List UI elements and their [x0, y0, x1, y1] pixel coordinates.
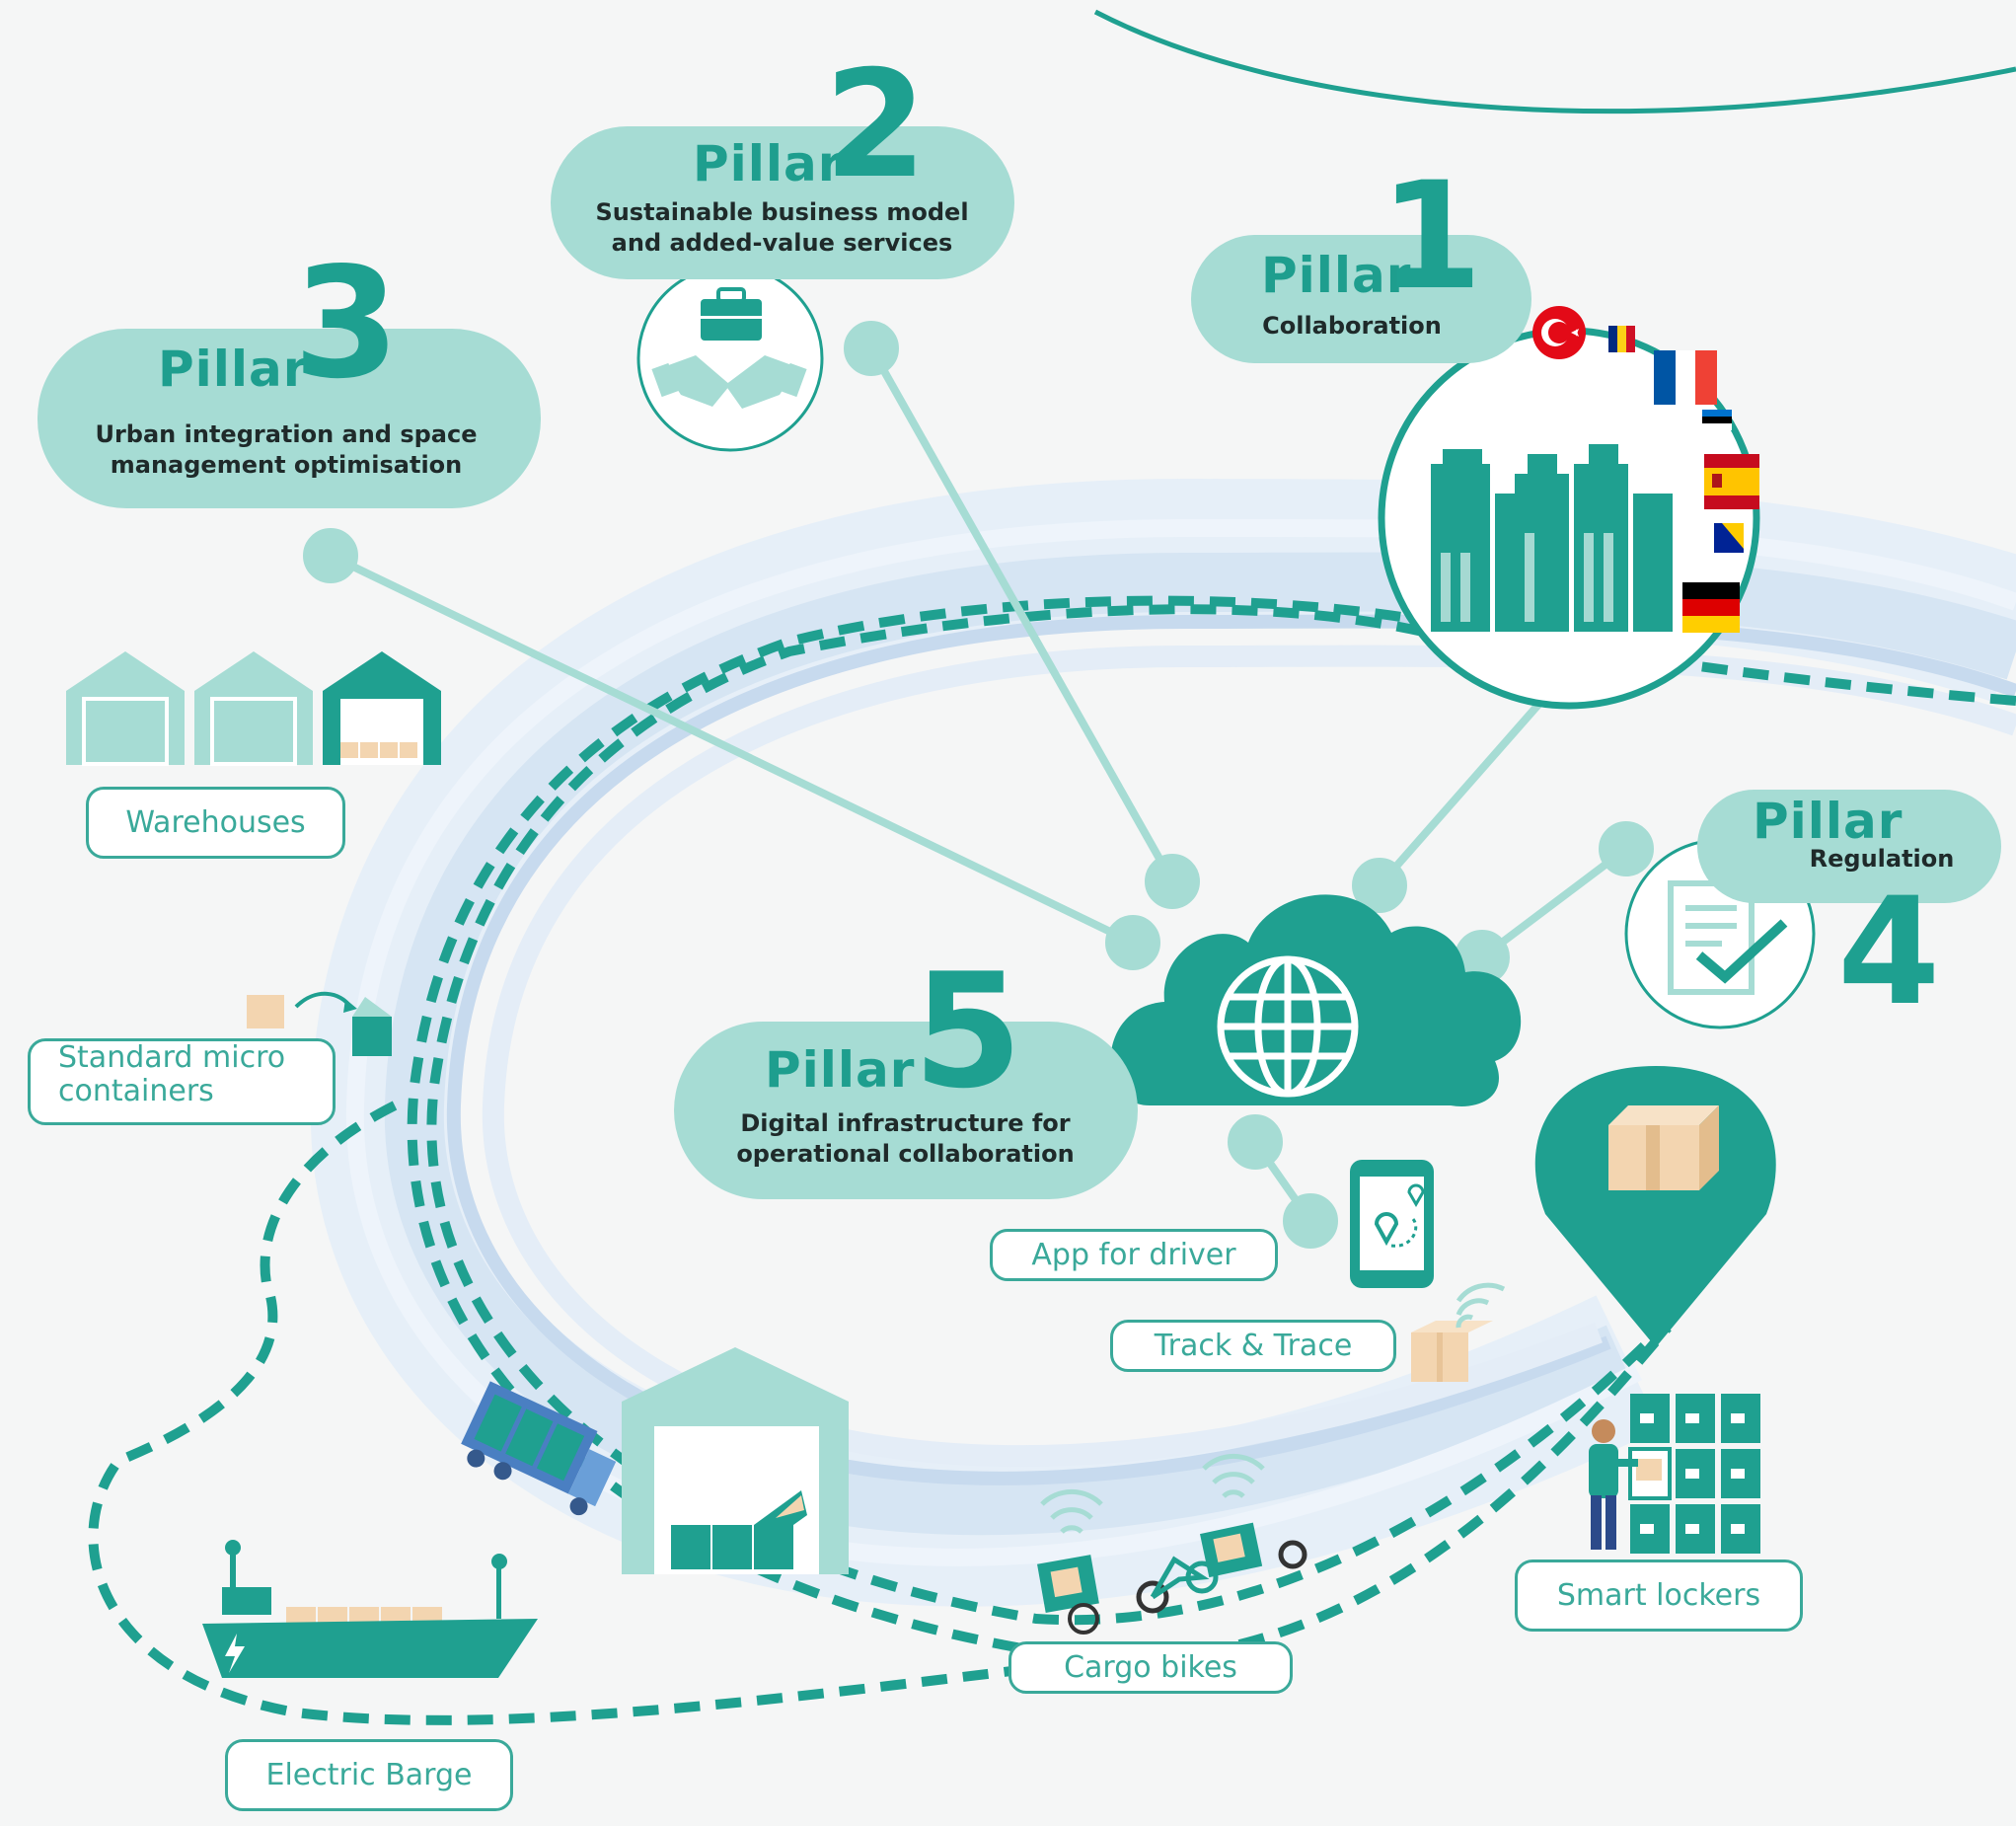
tag-smart-lockers: Smart lockers [1515, 1560, 1803, 1632]
tag-track-trace: Track & Trace [1110, 1320, 1396, 1372]
pillar-2-word: Pillar [693, 135, 844, 192]
pillar-1-description: Collaboration [1262, 312, 1442, 340]
pillar-2-number: 2 [824, 39, 928, 211]
tag-electric-barge: Electric Barge [225, 1739, 513, 1811]
flag-germany [1682, 582, 1740, 633]
flag-spain [1704, 454, 1759, 509]
pillar-5-description-line-1: Digital infrastructure for [740, 1109, 1071, 1137]
pillar-4-number: 4 [1837, 867, 1941, 1038]
flag-romania [1608, 326, 1635, 352]
pillar-1-number: 1 [1380, 151, 1483, 323]
tag-micro-containers: Standard micro containers [28, 1038, 336, 1125]
pillar-3-description-line-1: Urban integration and space [95, 420, 478, 448]
barge-icon [202, 1540, 538, 1678]
pillar-4-description: Regulation [1809, 845, 1955, 873]
pillar-1-badge [1191, 235, 1531, 363]
pillar-2-badge [551, 126, 1014, 279]
micro-container-icon [247, 991, 392, 1056]
tag-app-for-driver: App for driver [990, 1229, 1278, 1281]
handshake-icon [651, 355, 807, 409]
cargo-bike-icon [1037, 1453, 1307, 1635]
tag-micro-containers-line-1: Standard micro [58, 1040, 286, 1075]
flag-estonia [1702, 410, 1732, 430]
pillar-2-description-line-2: and added-value services [611, 229, 953, 257]
location-pin-icon [1534, 1066, 1776, 1347]
pillar-4-word: Pillar [1753, 793, 1904, 850]
pillar-3-badge [37, 329, 541, 508]
pillar-5-number: 5 [913, 939, 1023, 1123]
flag-turkey [1532, 306, 1586, 359]
wifi-icon [1040, 1453, 1265, 1534]
pillar-3-number: 3 [293, 234, 400, 413]
smartphone-map-icon [1350, 1160, 1434, 1288]
skyline-icon [1378, 327, 1760, 710]
handshake-circle [636, 265, 824, 452]
document-check-icon [1668, 880, 1788, 995]
warehouse-large-icon [622, 1347, 849, 1574]
track-parcel-icon [1411, 1282, 1506, 1382]
person-icon [1589, 1419, 1638, 1550]
warehouse-icons [66, 651, 441, 766]
pillar-3-word: Pillar [158, 341, 309, 398]
pillar-3-description-line-2: management optimisation [110, 451, 463, 479]
tag-warehouses: Warehouses [86, 787, 345, 859]
pillar-5-badge [674, 1022, 1138, 1199]
pillar-5-word: Pillar [765, 1041, 916, 1099]
tag-cargo-bikes: Cargo bikes [1008, 1641, 1293, 1694]
pillar-5-description-line-2: operational collaboration [736, 1140, 1075, 1168]
globe-icon [1217, 955, 1359, 1098]
pillar-5-description: Digital infrastructure for operational c… [691, 1108, 1120, 1170]
pillar-3-description: Urban integration and space management o… [69, 419, 503, 481]
pillar-2-description-line-1: Sustainable business model [595, 198, 969, 226]
flag-france [1654, 350, 1717, 405]
flag-bosnia [1714, 523, 1744, 553]
truck-icon [461, 1381, 617, 1516]
briefcase-icon [701, 287, 762, 341]
tag-micro-containers-line-2: containers [58, 1074, 214, 1108]
pillar-4-badge [1697, 790, 2001, 903]
pillar-1-word: Pillar [1261, 247, 1412, 304]
pillar-2-description: Sustainable business model and added-val… [567, 197, 997, 259]
top-curve [1093, 9, 2016, 114]
cloud-icon [1110, 894, 1522, 1106]
locker-icon [1628, 1394, 1760, 1554]
